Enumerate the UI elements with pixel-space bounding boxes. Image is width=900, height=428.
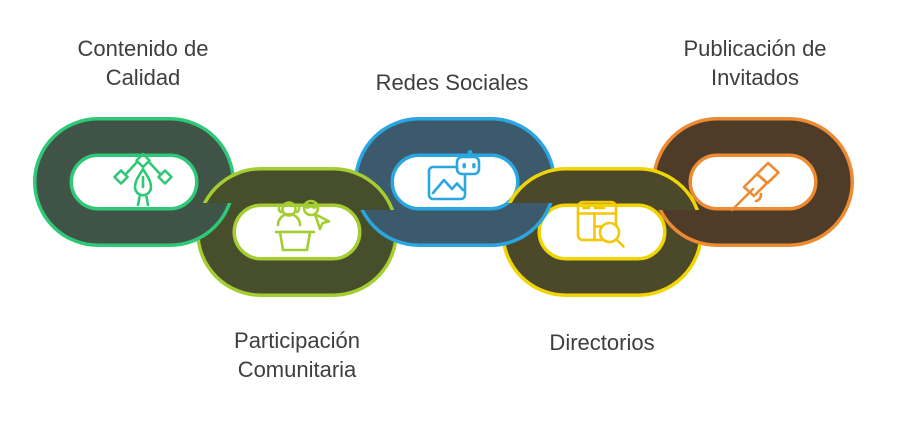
image-robot-icon <box>427 149 481 201</box>
speaker-podium-icon <box>274 199 331 252</box>
chain-link-publicacion <box>652 117 854 247</box>
label-participacion: Participación Comunitaria <box>234 328 360 382</box>
chain-link-contenido <box>33 117 235 247</box>
pen-tool-icon <box>113 152 173 207</box>
label-redes: Redes Sociales <box>375 70 529 95</box>
label-publicacion: Publicación de Invitados <box>683 36 827 90</box>
flag-icon <box>730 161 780 212</box>
label-directorios: Directorios <box>549 330 655 355</box>
table-search-icon <box>576 200 625 248</box>
label-contenido: Contenido de Calidad <box>77 36 209 90</box>
